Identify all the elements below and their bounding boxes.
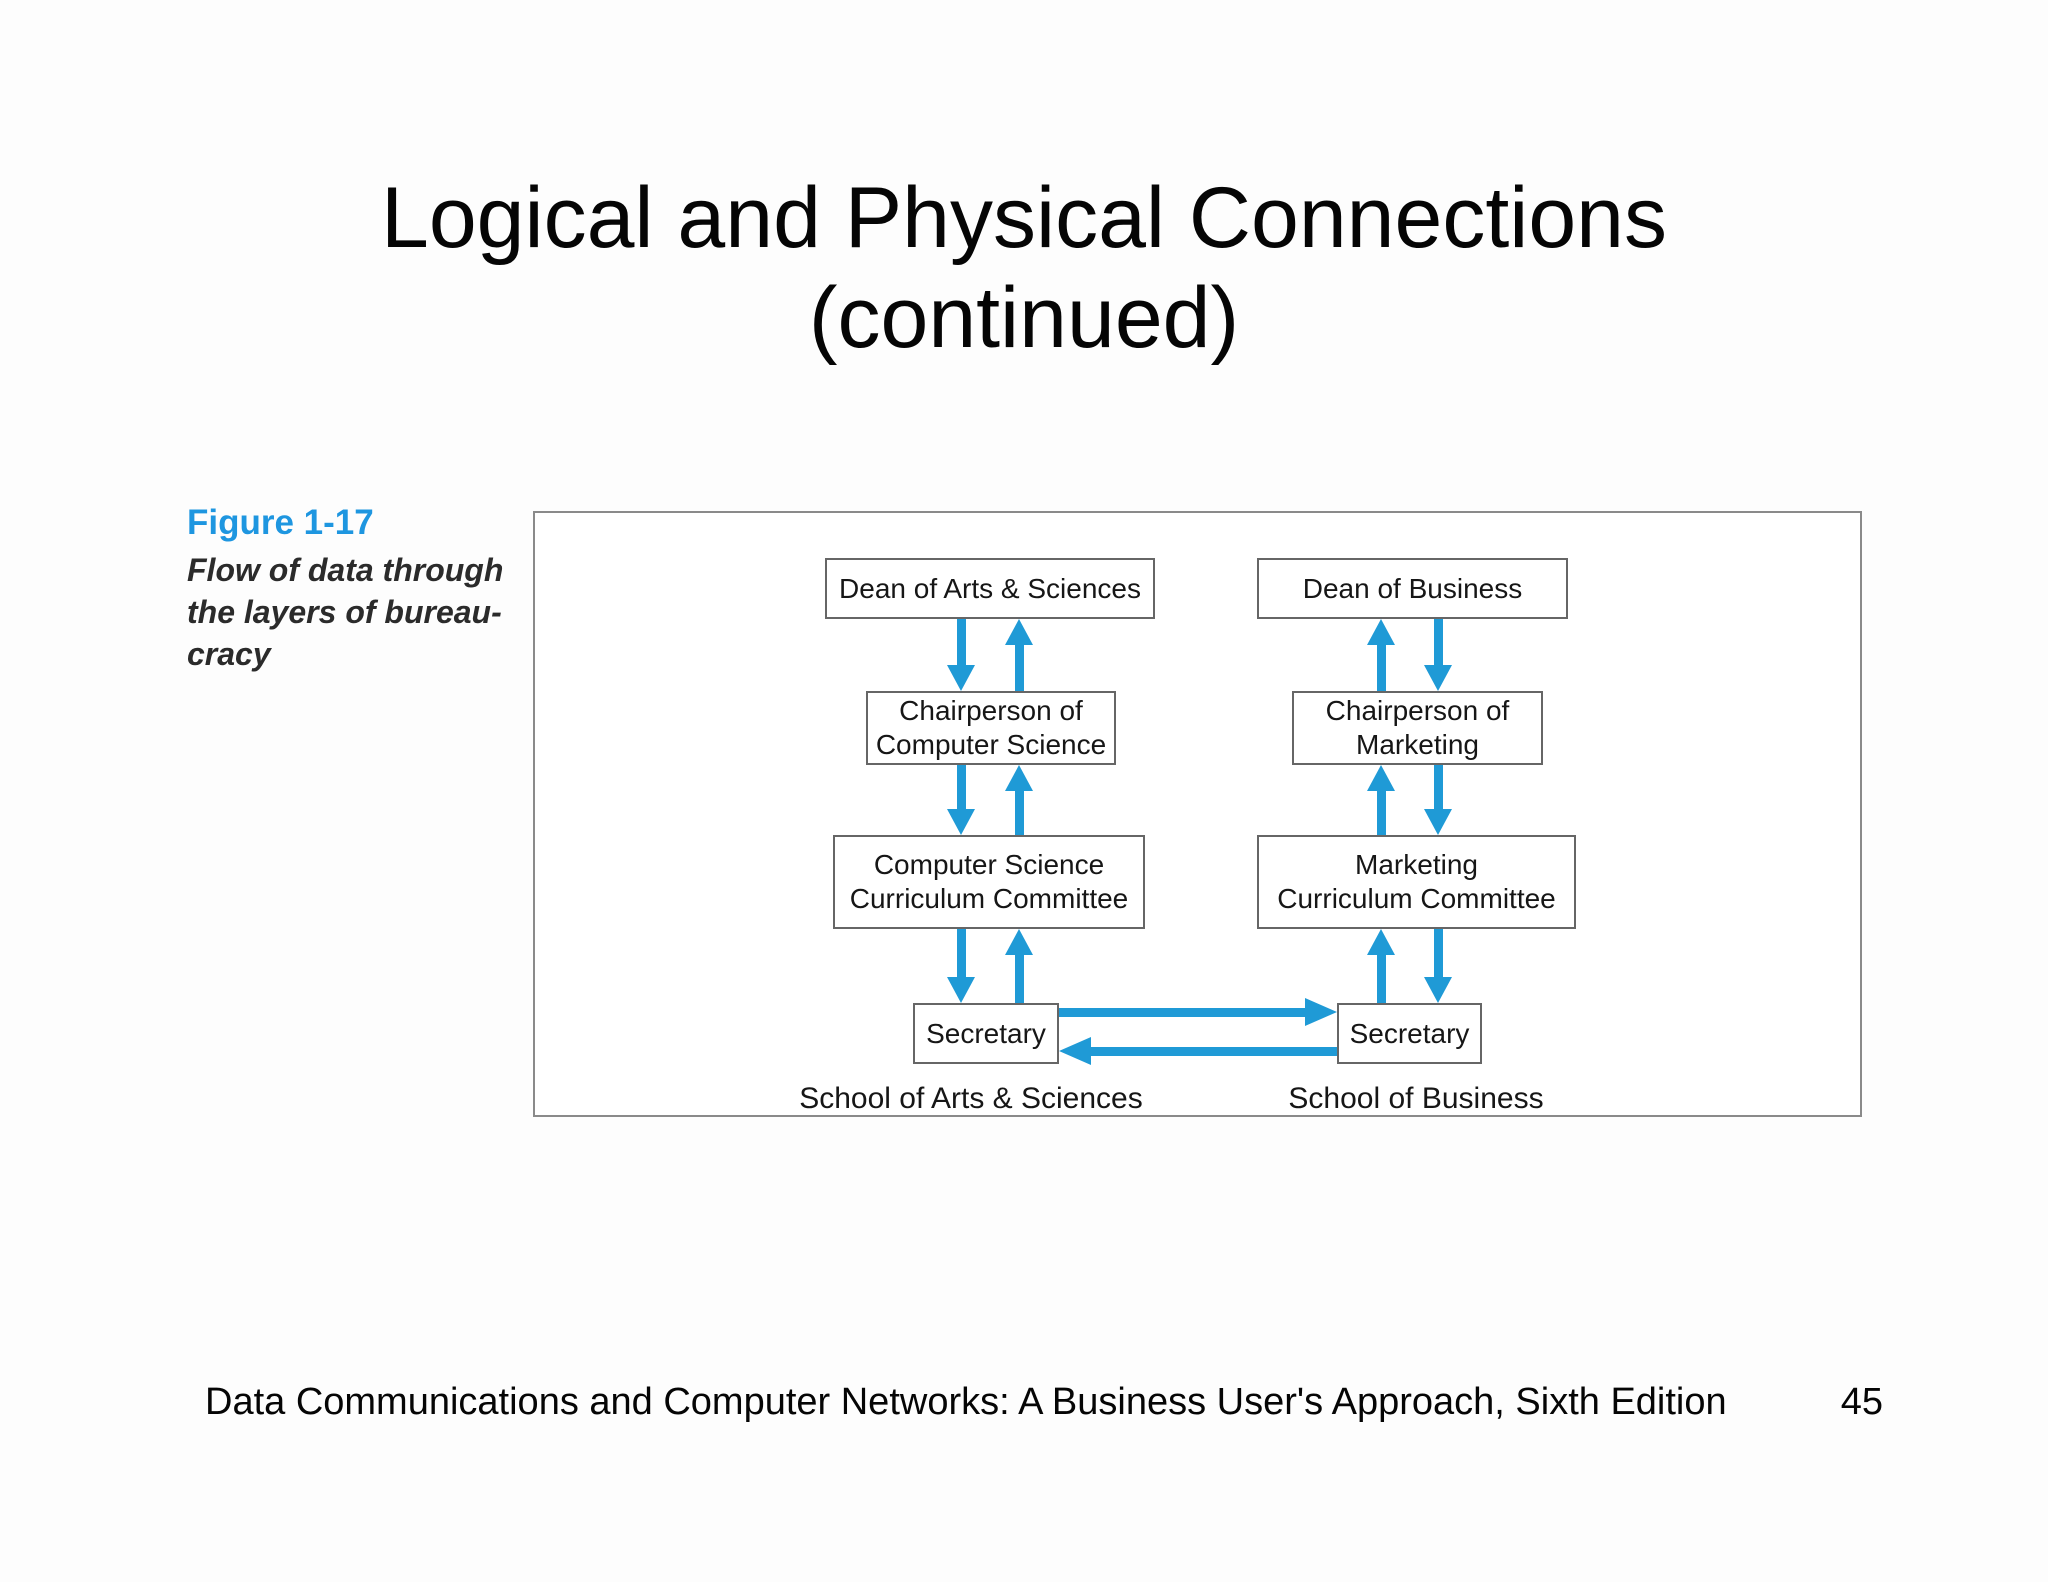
arrow-right-icon [1059,998,1337,1026]
arrow-down-icon [947,619,975,691]
label-school-business: School of Business [1288,1082,1544,1115]
node-secretary-business: Secretary [1337,1003,1482,1064]
figure-frame: Dean of Arts & Sciences Dean of Business… [533,511,1862,1117]
arrow-left-icon [1059,1037,1337,1065]
figure-label: Figure 1-17 [187,503,374,542]
node-chairperson-marketing: Chairperson of Marketing [1292,691,1543,765]
arrow-down-icon [947,765,975,835]
node-chairperson-computer-science: Chairperson of Computer Science [866,691,1116,765]
figure-caption-text: Flow of data through the layers of burea… [187,552,504,672]
footer-book-title: Data Communications and Computer Network… [205,1381,1727,1423]
arrow-down-icon [947,929,975,1003]
arrow-up-icon [1367,765,1395,835]
arrow-up-icon [1005,619,1033,691]
footer-page-number: 45 [1840,1381,1883,1423]
arrow-down-icon [1424,619,1452,691]
node-dean-arts-sciences: Dean of Arts & Sciences [825,558,1155,619]
arrow-up-icon [1005,929,1033,1003]
node-dean-business: Dean of Business [1257,558,1568,619]
slide-title: Logical and Physical Connections (contin… [380,170,1667,366]
footer: Data Communications and Computer Network… [205,1381,1883,1424]
arrow-down-icon [1424,929,1452,1003]
arrow-up-icon [1367,619,1395,691]
label-school-arts-sciences: School of Arts & Sciences [799,1082,1143,1115]
node-cs-curriculum-committee: Computer Science Curriculum Committee [833,835,1145,929]
arrow-up-icon [1005,765,1033,835]
node-secretary-arts-sciences: Secretary [913,1003,1059,1064]
arrow-up-icon [1367,929,1395,1003]
figure-caption: Figure 1-17 Flow of data through the lay… [187,501,527,675]
arrow-down-icon [1424,765,1452,835]
node-marketing-curriculum-committee: Marketing Curriculum Committee [1257,835,1576,929]
